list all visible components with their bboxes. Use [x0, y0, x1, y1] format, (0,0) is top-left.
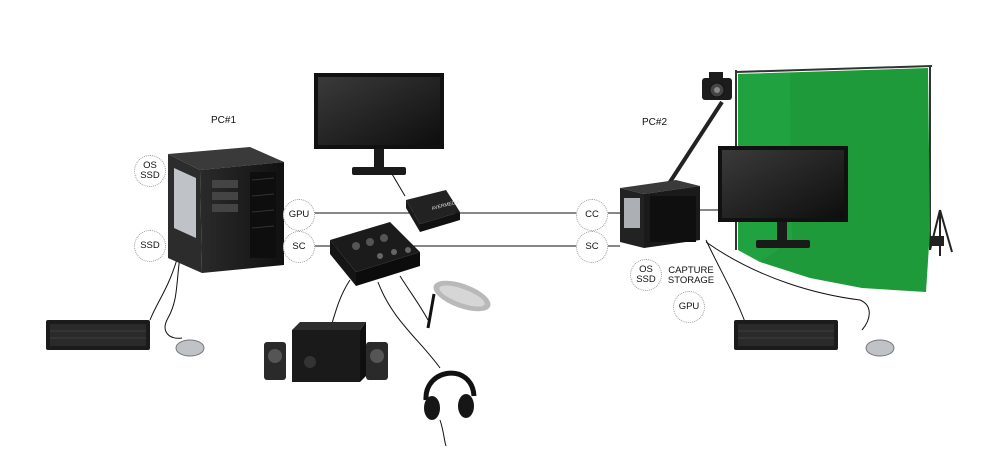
pc2-gpu-label: GPU: [678, 301, 700, 312]
pc1-sc-badge: SC: [283, 231, 315, 263]
pc2-cc-badge: CC: [576, 199, 608, 231]
pc1-ssd1-label: SSD: [140, 170, 160, 181]
monitor-center: [314, 73, 444, 175]
pc2-capture-storage-label: CAPTURE STORAGE: [667, 265, 715, 286]
pc1-ssd-badge: SSD: [134, 230, 166, 262]
speakers: [264, 322, 388, 382]
pc2-gpu-badge: GPU: [673, 291, 705, 323]
pc1-ssd2-label: SSD: [140, 240, 160, 251]
keyboard-pc1: [46, 320, 150, 350]
mouse-pc1: [175, 339, 205, 357]
pc2-cc-label: CC: [585, 209, 599, 220]
pc2-sc-label: SC: [585, 241, 599, 252]
pc2-os-label: OS: [639, 264, 653, 275]
pc1-gpu-badge: GPU: [283, 199, 315, 231]
cables: [149, 173, 870, 369]
pc1-tower: [168, 147, 284, 273]
pc2-sc-badge: SC: [576, 231, 608, 263]
pc1-title: PC#1: [211, 115, 237, 126]
pc2-os-ssd-badge: OS SSD: [630, 259, 662, 291]
pc1-sc-label: SC: [292, 241, 306, 252]
capture-device: AVERMEDIA: [406, 190, 461, 232]
pc1-gpu-label: GPU: [288, 209, 310, 220]
camera-on-arm: [666, 72, 732, 187]
mouse-pc2: [865, 339, 895, 357]
audio-interface: [330, 222, 420, 286]
headphones: [423, 370, 477, 447]
pc2-title: PC#2: [642, 117, 668, 128]
pc1-os-label: OS: [143, 160, 157, 171]
pc2-case: [620, 180, 700, 248]
pc1-os-ssd-badge: OS SSD: [134, 155, 166, 187]
monitor-right: [718, 146, 848, 248]
microphone: [426, 280, 491, 329]
keyboard-pc2: [734, 320, 838, 350]
pc2-ssd-label: SSD: [636, 274, 656, 285]
